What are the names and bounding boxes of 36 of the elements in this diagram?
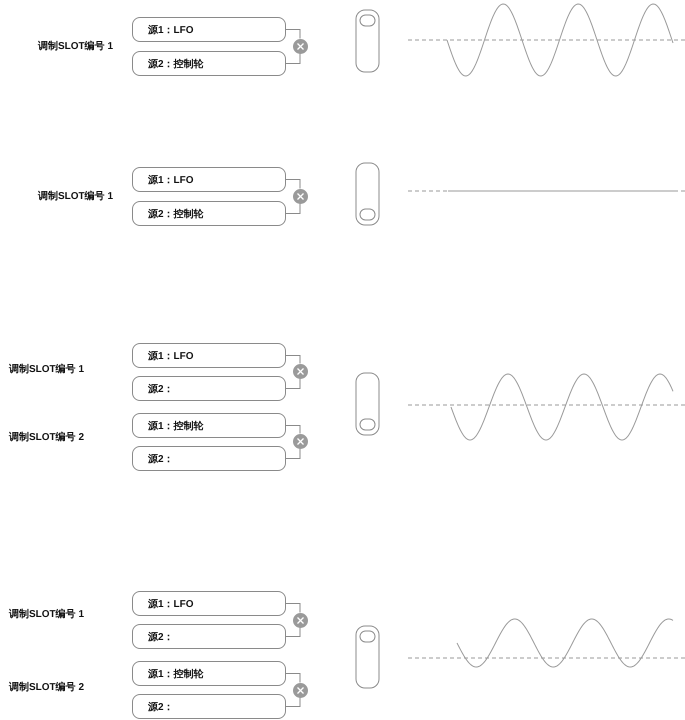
source-box: 源1：LFO [132, 343, 286, 368]
slot-label: 调制SLOT编号 1 [9, 362, 84, 376]
connector-line [286, 53, 300, 64]
connector-line [286, 673, 300, 683]
connector-line [286, 627, 300, 637]
source-box: 源2：控制轮 [132, 201, 286, 226]
source-box: 源2： [132, 376, 286, 401]
source-box: 源2：控制轮 [132, 51, 286, 76]
cross-circle [292, 38, 308, 54]
slot-label: 调制SLOT编号 2 [9, 680, 84, 694]
slot-label: 调制SLOT编号 1 [38, 190, 114, 203]
cross-circle [292, 434, 308, 448]
slot-label: 调制SLOT编号 2 [9, 430, 84, 444]
connector-line [286, 697, 300, 707]
source-box: 源1：LFO [132, 17, 286, 42]
cross-circle [292, 682, 308, 698]
source-box: 源2： [132, 624, 286, 649]
connector-line [286, 179, 300, 189]
connector-line [286, 448, 300, 459]
source-box: 源2： [132, 694, 286, 719]
source-box: 源1：LFO [132, 167, 286, 192]
source-box: 源1：控制轮 [132, 661, 286, 686]
slot-label: 调制SLOT编号 1 [38, 40, 114, 53]
connector-line [286, 603, 300, 613]
source-box: 源2： [132, 446, 286, 471]
connector-line [286, 29, 300, 39]
connector-line [286, 378, 300, 389]
cross-circle [292, 364, 308, 378]
source-box: 源1：控制轮 [132, 413, 286, 438]
connector-line [286, 203, 300, 214]
connector-line [286, 425, 300, 434]
source-box: 源1：LFO [132, 591, 286, 616]
cross-circle [292, 612, 308, 628]
connector-line [286, 355, 300, 364]
cross-circle [292, 188, 308, 204]
slot-label: 调制SLOT编号 1 [9, 608, 84, 621]
